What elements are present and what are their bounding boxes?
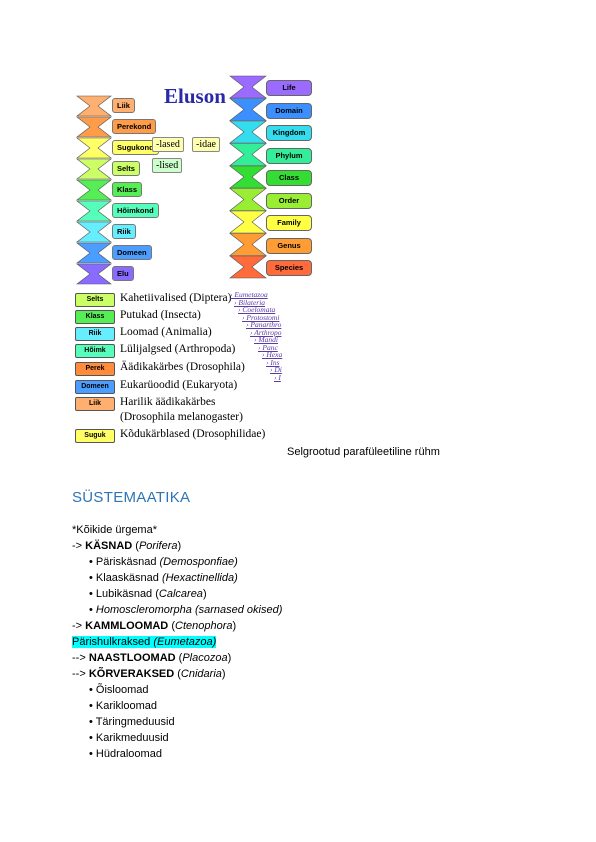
rank-label: Class xyxy=(266,170,312,186)
rank-badge: Domeen xyxy=(75,380,115,394)
phylum-ctenophora: -> KAMMLOOMAD (Ctenophora) xyxy=(72,620,237,632)
hourglass-segment-1 xyxy=(229,98,267,121)
phylum-porifera: -> KÄSNAD (Porifera) xyxy=(72,540,182,552)
rank-label: Species xyxy=(266,260,312,276)
tree-link[interactable]: › Hexa xyxy=(262,350,283,359)
rank-label: Order xyxy=(266,192,312,209)
list-item: • Klaaskäsnad (Hexactinellida) xyxy=(89,572,238,584)
rank-badge: Riik xyxy=(75,327,115,341)
list-item: • Karikmeduusid xyxy=(89,732,169,744)
rank-badge: Liik xyxy=(75,397,115,411)
taxon-name: Harilik äädikakärbes xyxy=(120,396,216,408)
rank-badge: Perek xyxy=(75,362,115,376)
hourglass-segment-8 xyxy=(76,263,112,285)
taxon-name: Äädikakärbes (Drosophila) xyxy=(120,361,245,373)
taxon-name: (Drosophila melanogaster) xyxy=(120,411,243,423)
hourglass-segment-1 xyxy=(76,116,112,138)
hourglass-stack-english xyxy=(229,75,267,279)
rank-label: Klass xyxy=(112,182,143,197)
hourglass-segment-4 xyxy=(76,179,112,201)
tree-link[interactable]: › Eumetazoa xyxy=(230,290,268,299)
hourglass-segment-4 xyxy=(229,165,267,189)
tree-link[interactable]: › Protostomi xyxy=(242,312,280,322)
list-item: • Päriskäsnad (Demosponfiae) xyxy=(89,556,238,568)
phylum-cnidaria: --> KÕRVERAKSED (Cnidaria) xyxy=(72,668,226,680)
figure-title: Eluson xyxy=(164,84,226,108)
taxon-name: Loomad (Animalia) xyxy=(120,326,212,338)
hourglass-segment-2 xyxy=(229,120,267,144)
taxon-name: Putukad (Insecta) xyxy=(120,309,201,321)
highlighted-group: Pärishulkraksed (Eumetazoa) xyxy=(72,636,217,648)
tree-link[interactable]: › Bilateria xyxy=(234,297,266,307)
list-item: • Õisloomad xyxy=(89,684,149,696)
hourglass-segment-0 xyxy=(76,95,112,117)
list-item: • Lubikäsnad (Calcarea) xyxy=(89,588,207,600)
list-item: • Karikloomad xyxy=(89,700,158,712)
figure-caption: Selgrootud parafüleetiline rühm xyxy=(287,446,440,458)
rank-label: Phylum xyxy=(266,147,312,164)
rank-label: Perekond xyxy=(112,119,157,134)
rank-label: Domain xyxy=(266,102,312,119)
taxon-name: Kahetiivalised (Diptera) xyxy=(120,292,232,304)
tree-link[interactable]: › Di xyxy=(270,365,282,374)
hourglass-segment-0 xyxy=(229,75,267,99)
taxon-name: Lülijalgsed (Arthropoda) xyxy=(120,343,236,355)
hourglass-stack-estonian xyxy=(76,95,112,285)
list-item: • Täringmeduusid xyxy=(89,716,175,728)
rank-badge: Hõimk xyxy=(75,344,115,358)
drosophila-classification: Selts Kahetiivalised (Diptera) Klass Putuka… xyxy=(72,290,315,456)
rank-label: Kingdom xyxy=(266,125,312,141)
tree-link[interactable]: › Mandi xyxy=(254,335,278,344)
rank-badge: Klass xyxy=(75,310,115,324)
rank-label: Hõimkond xyxy=(112,203,159,218)
hourglass-segment-3 xyxy=(76,158,112,180)
suffix-lased: -lased xyxy=(152,137,184,152)
text-line: *Kõikide ürgema* xyxy=(72,524,157,536)
list-item: • Homoscleromorpha (sarnased okised) xyxy=(89,604,283,616)
rank-label: Selts xyxy=(112,161,140,176)
tree-link[interactable]: › Panarthro xyxy=(246,320,282,329)
phylum-placozoa: --> NAASTLOOMAD (Placozoa) xyxy=(72,652,232,664)
tree-link[interactable]: › Coelomata xyxy=(238,305,276,314)
tree-link[interactable]: › I xyxy=(274,372,281,382)
rank-label: Domeen xyxy=(112,245,152,260)
hourglass-segment-7 xyxy=(76,242,112,264)
rank-label: Life xyxy=(266,80,312,96)
taxon-name: Eukarüoodid (Eukaryota) xyxy=(120,379,238,391)
hourglass-segment-7 xyxy=(229,233,267,256)
suffix-lised: -lised xyxy=(152,158,183,173)
rank-label: Elu xyxy=(112,266,134,281)
hourglass-segment-2 xyxy=(76,137,112,159)
hourglass-segment-8 xyxy=(229,255,267,279)
hourglass-segment-5 xyxy=(76,200,112,222)
taxon-name: Kõdukärblased (Drosophilidae) xyxy=(120,428,266,440)
rank-label: Liik xyxy=(112,98,135,113)
hourglass-segment-6 xyxy=(229,210,267,234)
tree-link[interactable]: › Arthropo xyxy=(250,327,282,337)
hourglass-segment-3 xyxy=(229,143,267,166)
rank-badge: Selts xyxy=(75,293,115,307)
rank-badge: Suguk xyxy=(75,429,115,443)
hourglass-segment-5 xyxy=(229,188,267,211)
section-heading: SÜSTEMAATIKA xyxy=(72,489,191,506)
tree-link[interactable]: › Panc xyxy=(258,342,278,352)
rank-label: Family xyxy=(266,215,312,231)
rank-label: Genus xyxy=(266,237,312,254)
hourglass-segment-6 xyxy=(76,221,112,243)
list-item: • Hüdraloomad xyxy=(89,748,162,760)
tree-link[interactable]: › Ins xyxy=(266,357,280,367)
rank-label: Riik xyxy=(112,224,136,239)
suffix-idae: -idae xyxy=(192,137,220,152)
